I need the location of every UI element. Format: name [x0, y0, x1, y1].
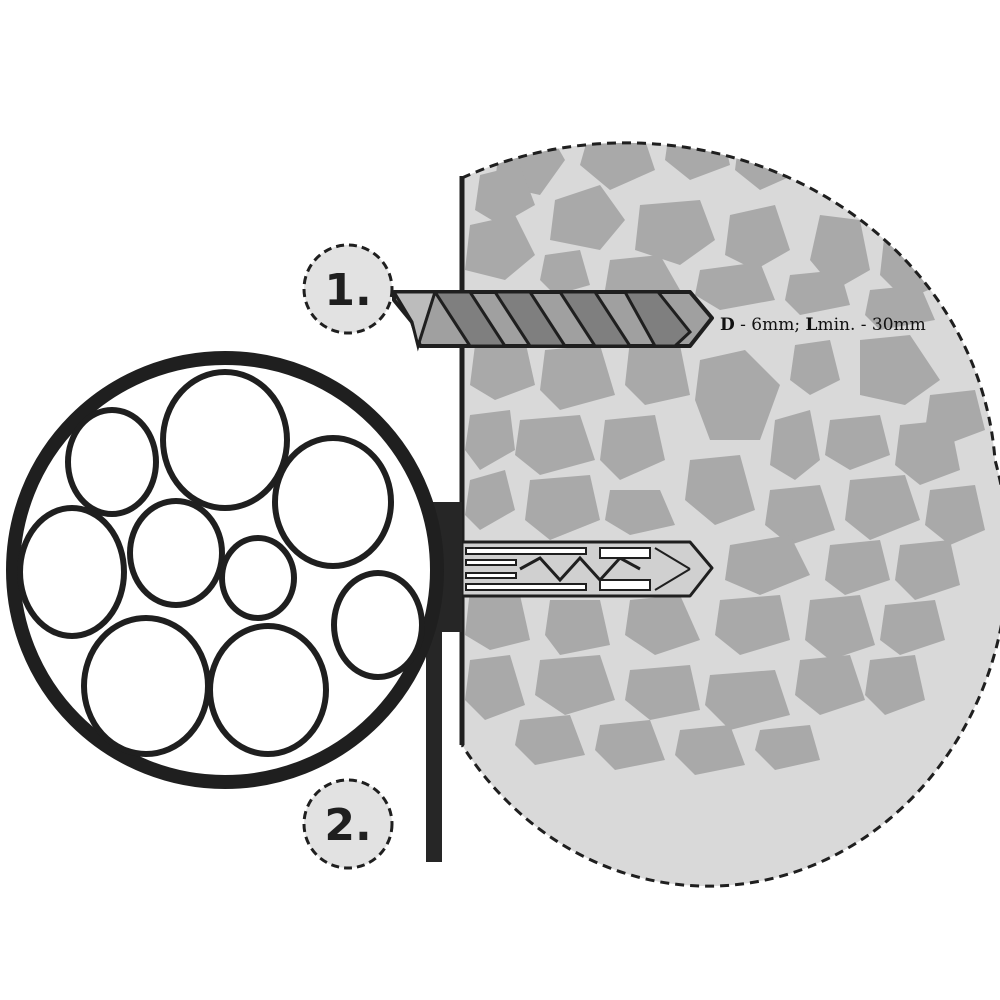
cable-bundle-icon — [6, 351, 444, 789]
step-2-badge: 2. — [302, 778, 394, 870]
drill-spec-l-value: min. - 30mm — [817, 315, 925, 335]
cable-wire — [81, 615, 211, 757]
wall-dashed-outline — [460, 141, 1000, 888]
cable-wire — [127, 498, 225, 608]
drill-spec-l-symbol: L — [806, 315, 818, 335]
drill-spec-d-symbol: D — [720, 315, 735, 335]
step-1-number: 1. — [324, 265, 371, 316]
cable-wire — [272, 435, 394, 569]
cable-wire — [65, 407, 159, 517]
drill-spec-label: D - 6mm; Lmin. - 30mm — [720, 315, 926, 335]
cable-wire — [219, 535, 297, 621]
step-1-drill: 1. D - 6mm; Lmin. - 30mm — [302, 243, 926, 352]
drill-bit-icon — [391, 290, 714, 352]
drill-spec-d-value: - 6mm; — [735, 315, 806, 335]
step-2-number: 2. — [324, 800, 371, 851]
cable-wire — [207, 623, 329, 757]
cable-wire — [331, 570, 425, 680]
stone-wall-section — [459, 141, 1000, 888]
wall-plug-icon — [460, 540, 714, 598]
cable-wire — [160, 369, 290, 511]
step-1-badge: 1. — [302, 243, 394, 335]
cable-wire — [17, 505, 127, 639]
